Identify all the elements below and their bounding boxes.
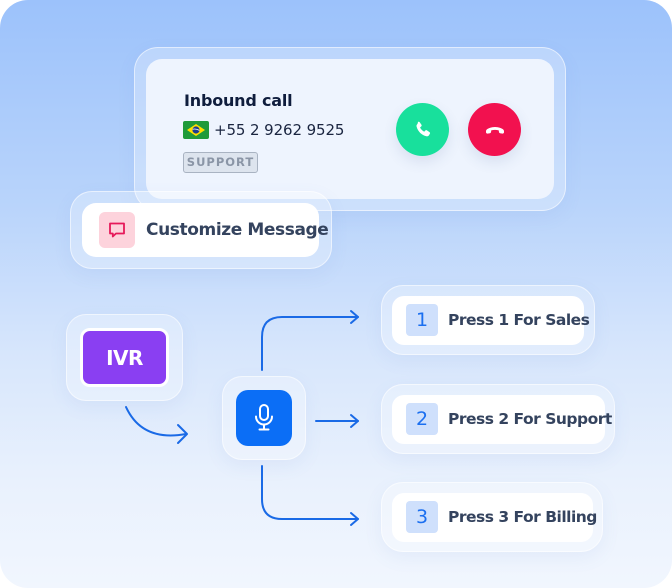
call-title: Inbound call (184, 91, 293, 110)
microphone-icon (255, 404, 273, 431)
branch-arrow-sales (261, 316, 359, 371)
phone-hangup-icon (485, 126, 504, 134)
caller-phone-number: +55 2 9262 9525 (214, 121, 345, 139)
option-number-badge: 2 (406, 403, 438, 435)
phone-icon (415, 121, 430, 136)
ivr-to-voice-arrow (125, 406, 187, 437)
option-number-badge: 3 (406, 501, 438, 533)
option-label: Press 3 For Billing (448, 508, 597, 526)
department-tag: SUPPORT (183, 152, 258, 173)
brazil-flag-icon (183, 121, 209, 139)
branch-arrow-billing (261, 465, 359, 520)
ivr-node[interactable]: IVR (80, 328, 169, 387)
customize-message-label: Customize Message (146, 220, 329, 240)
voice-node[interactable] (236, 390, 292, 446)
option-number-badge: 1 (406, 304, 438, 336)
chat-bubble-icon (99, 212, 135, 248)
option-label: Press 1 For Sales (448, 311, 590, 329)
decline-call-button[interactable] (468, 103, 521, 156)
option-label: Press 2 For Support (448, 410, 612, 428)
accept-call-button[interactable] (396, 103, 449, 156)
